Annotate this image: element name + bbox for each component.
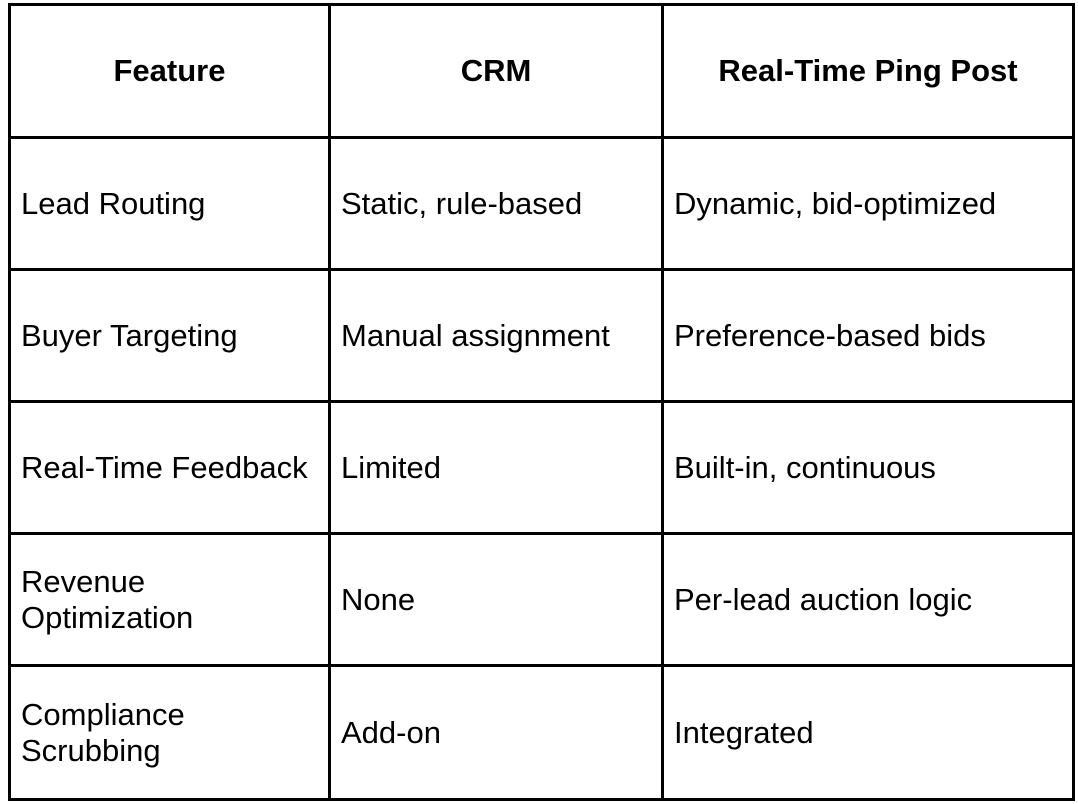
table-row: Revenue Optimization None Per-lead aucti… bbox=[8, 532, 1075, 667]
table-row: Compliance Scrubbing Add-on Integrated bbox=[8, 664, 1075, 801]
feature-cell: Compliance Scrubbing bbox=[8, 664, 331, 801]
table-row: Buyer Targeting Manual assignment Prefer… bbox=[8, 268, 1075, 403]
header-cell-ping-post: Real-Time Ping Post bbox=[661, 3, 1075, 139]
header-cell-feature: Feature bbox=[8, 3, 331, 139]
ping-post-cell: Integrated bbox=[661, 664, 1075, 801]
ping-post-cell: Dynamic, bid-optimized bbox=[661, 136, 1075, 271]
feature-cell: Revenue Optimization bbox=[8, 532, 331, 667]
feature-cell: Buyer Targeting bbox=[8, 268, 331, 403]
crm-cell: Manual assignment bbox=[328, 268, 664, 403]
crm-cell: Add-on bbox=[328, 664, 664, 801]
header-row: Feature CRM Real-Time Ping Post bbox=[8, 3, 1075, 139]
crm-cell: Static, rule-based bbox=[328, 136, 664, 271]
feature-cell: Lead Routing bbox=[8, 136, 331, 271]
ping-post-cell: Preference-based bids bbox=[661, 268, 1075, 403]
table-row: Real-Time Feedback Limited Built-in, con… bbox=[8, 400, 1075, 535]
crm-cell: None bbox=[328, 532, 664, 667]
table-row: Lead Routing Static, rule-based Dynamic,… bbox=[8, 136, 1075, 271]
feature-cell: Real-Time Feedback bbox=[8, 400, 331, 535]
ping-post-cell: Built-in, continuous bbox=[661, 400, 1075, 535]
crm-cell: Limited bbox=[328, 400, 664, 535]
ping-post-cell: Per-lead auction logic bbox=[661, 532, 1075, 667]
header-cell-crm: CRM bbox=[328, 3, 664, 139]
comparison-table: Feature CRM Real-Time Ping Post Lead Rou… bbox=[8, 3, 1075, 801]
